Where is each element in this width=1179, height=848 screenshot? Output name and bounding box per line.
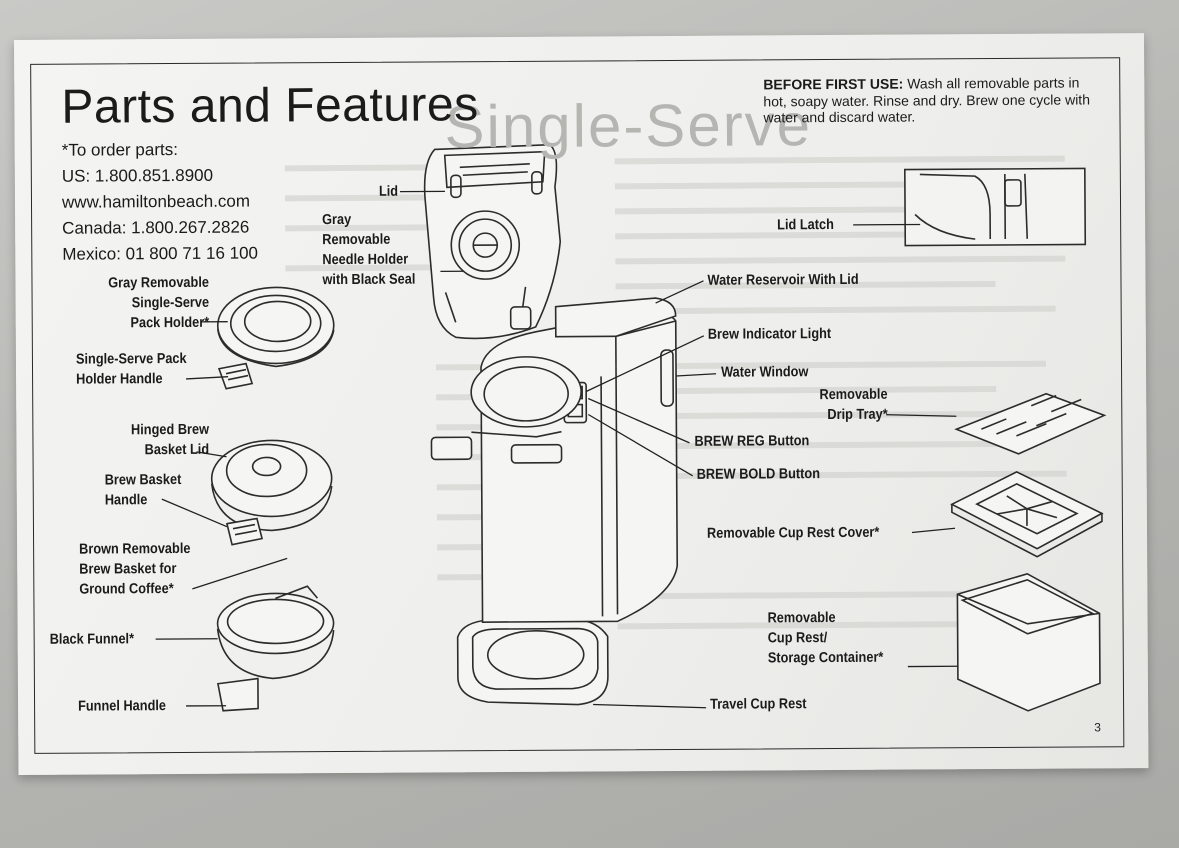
page-title: Parts and Features: [61, 78, 479, 134]
label-lid-latch: Lid Latch: [777, 216, 834, 234]
funnel-drawing: [216, 585, 335, 712]
parts-illustration: [155, 143, 1107, 712]
bleed-through-text: Single-Serve: [444, 91, 813, 161]
label-cup-rest: Removable Cup Rest/ Storage Container*: [767, 609, 884, 667]
lid-latch-inset: [904, 167, 1087, 247]
order-heading: *To order parts:: [61, 140, 178, 160]
label-lid: Lid: [378, 183, 399, 200]
order-parts-info: *To order parts: US: 1.800.851.8900 www.…: [62, 137, 258, 268]
label-brew-bold: BREW BOLD Button: [696, 466, 821, 483]
label-water-window: Water Window: [720, 364, 809, 381]
manual-page: Single-Serve Parts and Features *To orde…: [14, 33, 1149, 775]
order-website: www.hamiltonbeach.com: [61, 191, 251, 212]
brew-basket-drawing: [210, 439, 333, 546]
label-black-funnel: Black Funnel*: [49, 631, 135, 648]
label-funnel-handle: Funnel Handle: [78, 698, 167, 715]
label-pack-holder-handle: Single-Serve Pack Holder Handle: [75, 350, 187, 388]
label-travel-cup: Travel Cup Rest: [710, 696, 807, 713]
label-hinged-lid: Hinged Brew Basket Lid: [131, 421, 210, 459]
label-needle-holder: Gray Removable Needle Holder with Black …: [322, 211, 416, 289]
before-first-use: BEFORE FIRST USE: Wash all removable par…: [763, 74, 1103, 126]
order-canada-phone: Canada: 1.800.267.2826: [62, 217, 250, 238]
label-drip-tray: Removable Drip Tray*: [819, 386, 888, 424]
label-water-reservoir: Water Reservoir With Lid: [707, 271, 859, 289]
label-gray-pack-holder: Gray Removable Single-Serve Pack Holder*: [107, 274, 209, 332]
label-brew-indicator: Brew Indicator Light: [707, 326, 832, 343]
cup-rest-cover-drawing: [950, 470, 1104, 558]
label-cup-rest-cover: Removable Cup Rest Cover*: [706, 524, 880, 542]
coffee-maker-drawing: [423, 143, 679, 706]
label-basket-handle: Brew Basket Handle: [104, 471, 182, 509]
before-first-use-label: BEFORE FIRST USE:: [763, 75, 904, 93]
storage-container-drawing: [956, 572, 1101, 712]
pack-holder-drawing: [216, 286, 335, 390]
drip-tray-drawing: [954, 392, 1107, 455]
order-mexico-phone: Mexico: 01 800 71 16 100: [62, 243, 259, 264]
label-brew-reg: BREW REG Button: [694, 433, 810, 450]
page-number: 3: [1094, 720, 1101, 735]
label-brown-basket: Brown Removable Brew Basket for Ground C…: [79, 540, 191, 598]
order-us-phone: US: 1.800.851.8900: [61, 165, 214, 186]
